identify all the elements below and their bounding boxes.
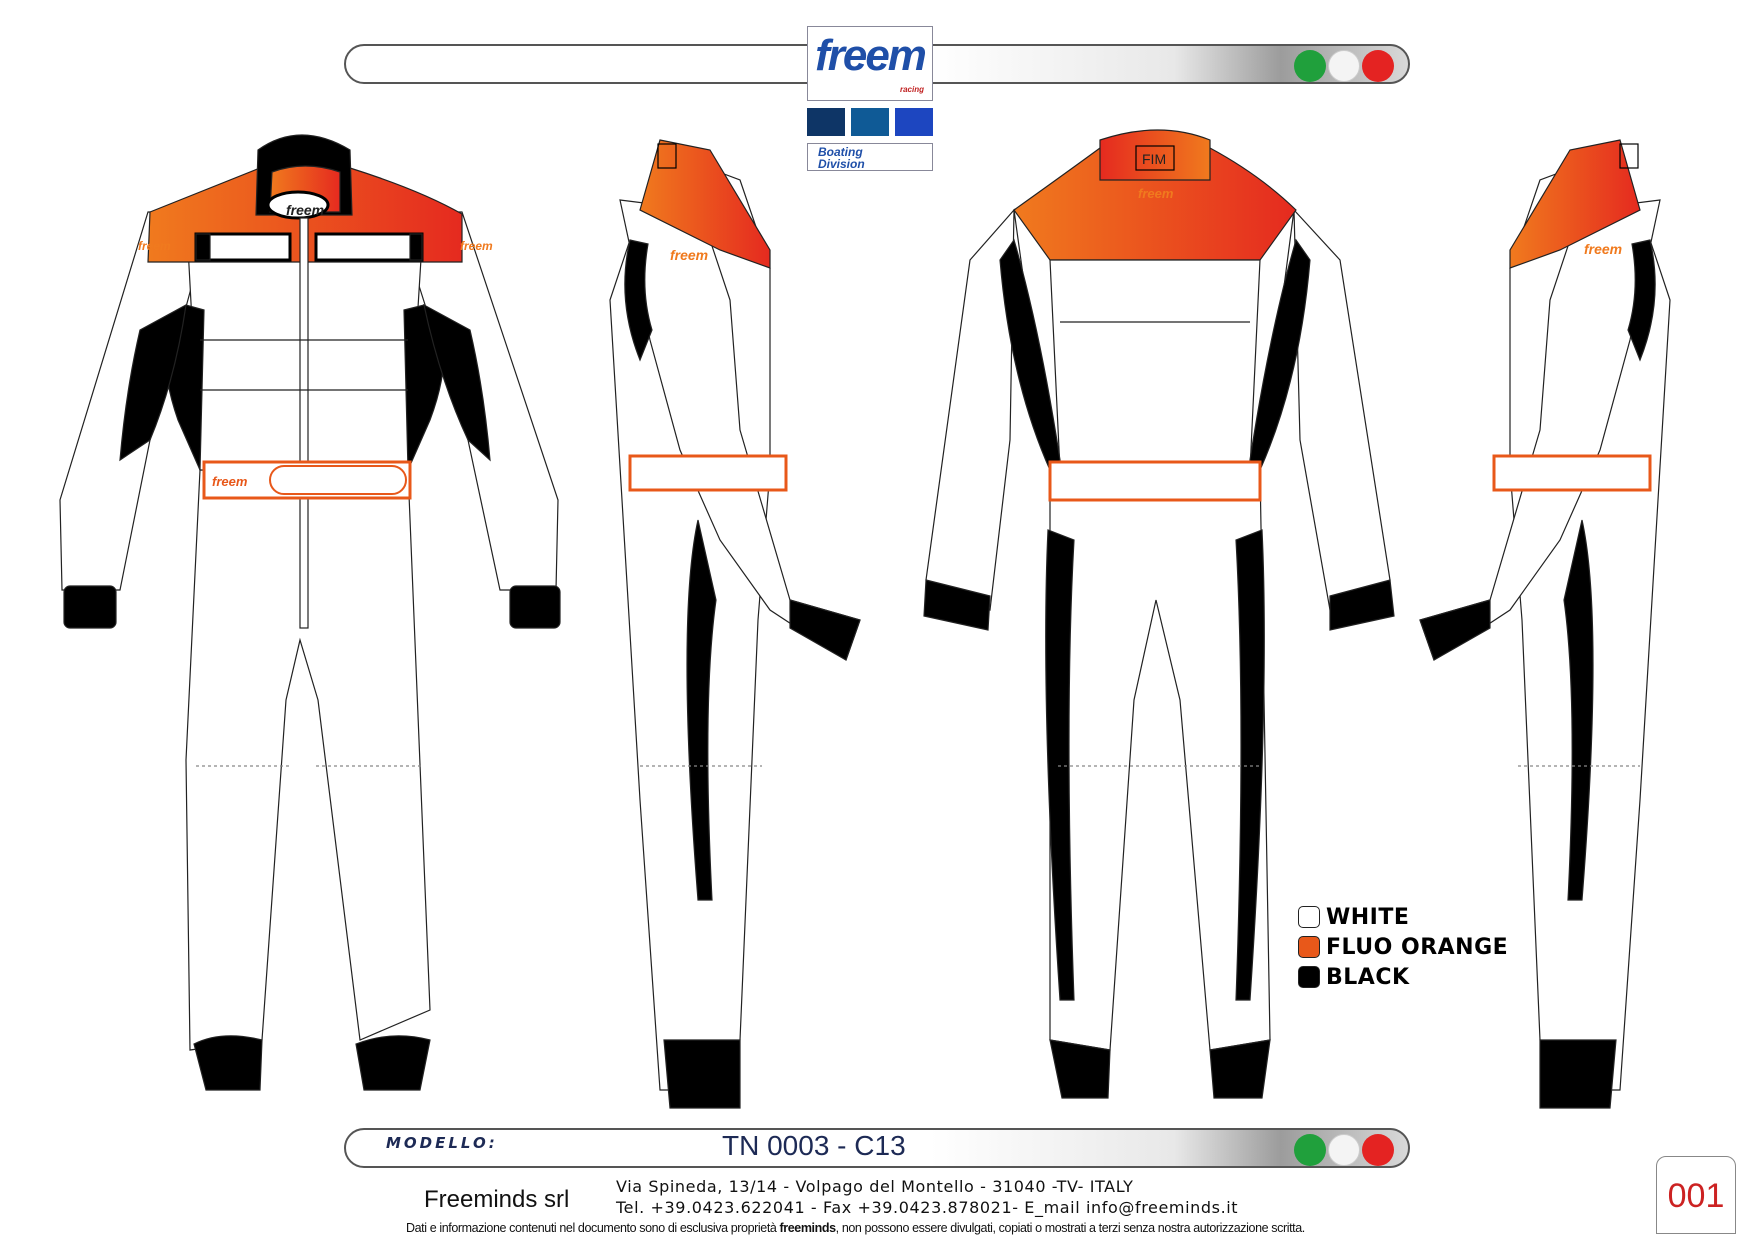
division-line2: Division xyxy=(818,157,865,171)
italy-flag-white-dot xyxy=(1328,1134,1360,1166)
legend-label: WHITE xyxy=(1326,904,1410,930)
legend-chip-black xyxy=(1298,966,1320,988)
italy-flag-red-dot xyxy=(1362,1134,1394,1166)
front-sleeve-logo-left: freem xyxy=(138,239,171,253)
front-belt-logo: freem xyxy=(212,474,248,489)
back-collar-badge: FIM xyxy=(1142,151,1166,167)
model-code: TN 0003 - C13 xyxy=(722,1130,906,1161)
freem-logo: freem racing xyxy=(807,26,933,101)
brand-swatch-royal-blue xyxy=(895,108,933,136)
legend-chip-fluo-orange xyxy=(1298,936,1320,958)
color-legend: WHITE FLUO ORANGE BLACK xyxy=(1298,902,1508,992)
side-right-sleeve-logo: freem xyxy=(1584,241,1622,257)
italy-flag-red-dot xyxy=(1362,50,1394,82)
page-number: 001 xyxy=(1656,1156,1736,1234)
suit-side-view-left xyxy=(609,139,861,1109)
italy-flag-green-dot xyxy=(1294,50,1326,82)
logo-word: freem xyxy=(815,31,927,80)
legend-label: BLACK xyxy=(1326,964,1410,990)
disclaimer-brand: freeminds xyxy=(779,1221,837,1235)
legend-item-black: BLACK xyxy=(1298,962,1508,992)
address-line2: Tel. +39.0423.622041 - Fax +39.0423.8780… xyxy=(616,1198,1239,1217)
legend-item-white: WHITE xyxy=(1298,902,1508,932)
disclaimer-start: Dati e informazione contenuti nel docume… xyxy=(406,1221,780,1235)
boating-division-label: Boating Division xyxy=(807,143,933,171)
model-bar xyxy=(344,1128,1410,1168)
suit-front-view xyxy=(59,134,561,1091)
address-line1: Via Spineda, 13/14 - Volpago del Montell… xyxy=(616,1177,1134,1196)
front-sleeve-logo-right: freem xyxy=(460,239,493,253)
italy-flag-white-dot xyxy=(1328,50,1360,82)
italy-flag-green-dot xyxy=(1294,1134,1326,1166)
suit-back-view xyxy=(923,129,1395,1099)
back-collar-logo: freem xyxy=(1138,186,1174,201)
modello-label: MODELLO: xyxy=(386,1134,498,1152)
brand-swatch-navy xyxy=(807,108,845,136)
suit-side-view-right xyxy=(1419,139,1671,1109)
division-line1: Boating xyxy=(818,145,863,159)
front-collar-logo: freem xyxy=(286,202,324,218)
legend-chip-white xyxy=(1298,906,1320,928)
legal-disclaimer: Dati e informazione contenuti nel docume… xyxy=(406,1221,1305,1235)
legend-label: FLUO ORANGE xyxy=(1326,934,1509,960)
company-name: Freeminds srl xyxy=(424,1186,570,1213)
brand-swatch-blue xyxy=(851,108,889,136)
side-left-sleeve-logo: freem xyxy=(670,247,708,263)
company-address: Via Spineda, 13/14 - Volpago del Montell… xyxy=(616,1176,1238,1218)
legend-item-fluo-orange: FLUO ORANGE xyxy=(1298,932,1508,962)
logo-subtext: racing xyxy=(899,85,924,94)
disclaimer-end: , non possono essere divulgati, copiati … xyxy=(835,1221,1306,1235)
